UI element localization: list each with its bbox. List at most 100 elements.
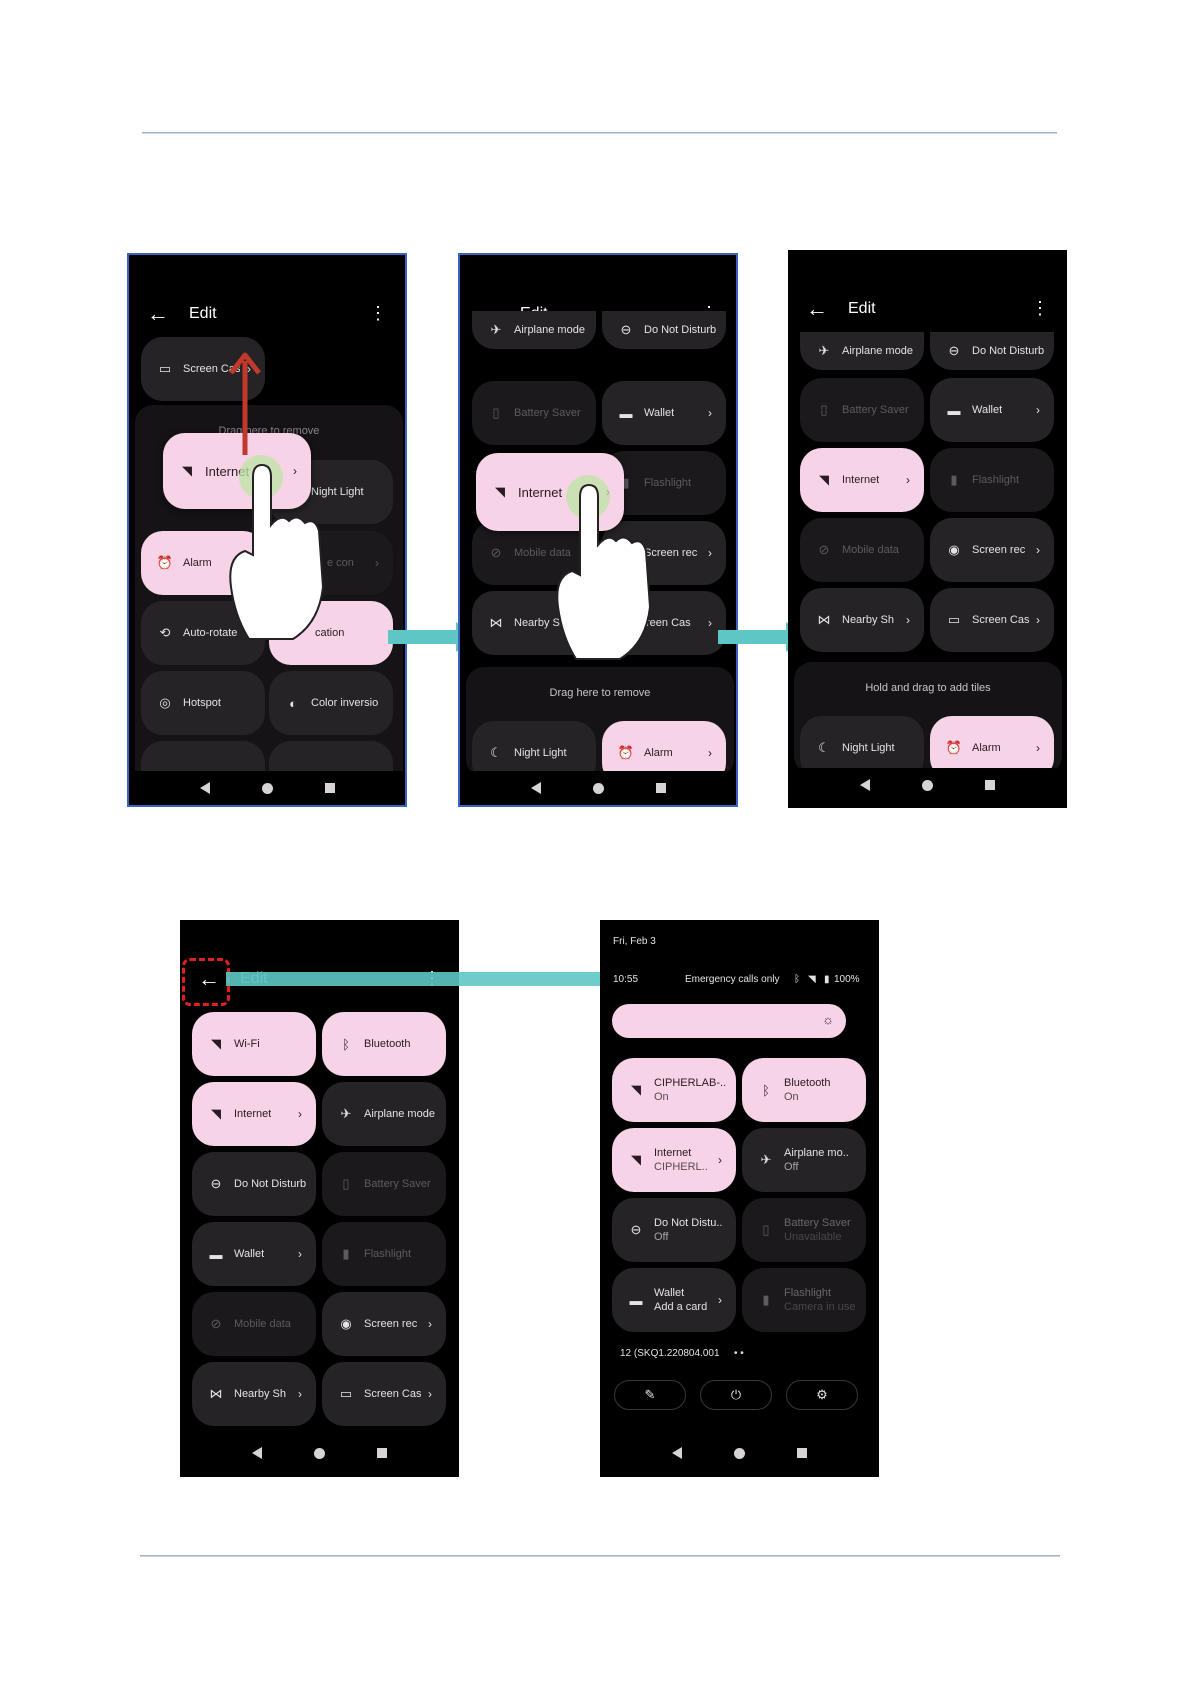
nav-recents-icon[interactable] xyxy=(985,780,995,790)
alarm-icon: ⏰ xyxy=(156,555,174,570)
brightness-slider[interactable]: ☼ xyxy=(612,1004,846,1038)
tile-internet-dragging[interactable]: ◥Internet› xyxy=(163,433,311,509)
chevron-right-icon: › xyxy=(906,613,910,627)
tile-wallet[interactable]: ▬Wallet› xyxy=(602,381,726,445)
tile-mobile-data[interactable]: ⊘Mobile data xyxy=(192,1292,316,1356)
battery-percent: 100% xyxy=(834,974,860,985)
nav-back-icon[interactable] xyxy=(860,779,870,791)
tile-dnd[interactable]: ⊖Do Not Distu..Off xyxy=(612,1198,736,1262)
tile-dnd[interactable]: ⊖Do Not Disturb xyxy=(602,311,726,349)
nav-home-icon[interactable] xyxy=(261,782,273,794)
power-icon: ⏻ xyxy=(730,1387,742,1402)
tile-internet[interactable]: ◥Internet› xyxy=(800,448,924,512)
chevron-right-icon: › xyxy=(428,1317,432,1331)
tile-internet[interactable]: ◥Internet› xyxy=(192,1082,316,1146)
more-options-icon[interactable]: ⋮ xyxy=(1031,298,1049,318)
mobile-data-icon: ⊘ xyxy=(818,542,830,557)
nav-back-icon[interactable] xyxy=(530,782,541,794)
tile-airplane[interactable]: ✈Airplane mo..Off xyxy=(742,1128,866,1192)
cast-icon: ▭ xyxy=(947,612,961,627)
tile-battery-saver[interactable]: ▯Battery Saver xyxy=(800,378,924,442)
system-nav-bar xyxy=(180,1436,459,1470)
tile-battery-saver[interactable]: ▯Battery Saver xyxy=(322,1152,446,1216)
wifi-icon: ◥ xyxy=(211,1036,221,1051)
tile-hotspot[interactable]: ◎Hotspot xyxy=(141,671,265,735)
more-options-icon[interactable]: ⋮ xyxy=(369,303,387,323)
tile-nearby-share[interactable]: ⋈Nearby Sh› xyxy=(192,1362,316,1426)
edit-title: Edit xyxy=(189,305,217,322)
system-nav-bar xyxy=(788,768,1067,802)
wifi-status-icon: ◥ xyxy=(808,974,816,985)
chevron-right-icon: › xyxy=(708,616,712,630)
chevron-right-icon: › xyxy=(718,1153,722,1167)
tile-flashlight[interactable]: ▮Flashlight xyxy=(930,448,1054,512)
back-arrow-icon[interactable]: ← xyxy=(198,966,220,991)
bluetooth-icon: ᛒ xyxy=(342,1036,350,1052)
pencil-icon: ✎ xyxy=(644,1387,656,1402)
nav-back-icon[interactable] xyxy=(672,1447,682,1459)
nav-recents-icon[interactable] xyxy=(324,783,335,793)
tile-dnd[interactable]: ⊖Do Not Disturb xyxy=(192,1152,316,1216)
tile-screen-cast[interactable]: ▭Screen Cas› xyxy=(322,1362,446,1426)
drag-remove-label: Drag here to remove xyxy=(549,687,651,699)
build-number: 12 (SKQ1.220804.001 xyxy=(620,1348,720,1359)
flashlight-icon: ▮ xyxy=(762,1292,770,1307)
nav-recents-icon[interactable] xyxy=(797,1448,807,1458)
back-arrow-icon[interactable]: ← xyxy=(147,301,169,326)
tile-wifi[interactable]: ◥CIPHERLAB-..On xyxy=(612,1058,736,1122)
power-button[interactable]: ⏻ xyxy=(700,1380,772,1410)
tile-wallet[interactable]: ▬Wallet› xyxy=(930,378,1054,442)
tile-screen-record[interactable]: ◉Screen rec› xyxy=(322,1292,446,1356)
tile-airplane[interactable]: ✈Airplane mode xyxy=(322,1082,446,1146)
tile-screen-cast[interactable]: ▭Screen Cas› xyxy=(930,588,1054,652)
tile-flashlight[interactable]: ▮Flashlight xyxy=(322,1222,446,1286)
nav-home-icon[interactable] xyxy=(592,782,604,794)
nav-back-icon[interactable] xyxy=(199,782,210,794)
tile-mobile-data[interactable]: ⊘Mobile data xyxy=(800,518,924,582)
airplane-icon: ✈ xyxy=(340,1106,352,1121)
settings-button[interactable]: ⚙ xyxy=(786,1380,858,1410)
record-icon: ◉ xyxy=(948,542,960,557)
airplane-icon: ✈ xyxy=(818,343,830,358)
chevron-right-icon: › xyxy=(708,546,712,560)
edit-title: Edit xyxy=(848,300,876,317)
inversion-icon: ◐ xyxy=(289,695,297,711)
nav-home-icon[interactable] xyxy=(922,779,933,791)
nearby-share-icon: ⋈ xyxy=(209,1386,223,1401)
nav-recents-icon[interactable] xyxy=(655,783,666,793)
edit-pencil-button[interactable]: ✎ xyxy=(614,1380,686,1410)
system-nav-bar xyxy=(129,771,405,805)
screenshot-edit-drag-remove: ← Edit ⋮ ▭Screen Cas› Drag here to remov… xyxy=(127,253,407,807)
tile-color-inversion[interactable]: ◐Color inversio xyxy=(269,671,393,735)
pointing-hand-icon xyxy=(229,455,325,640)
tile-screen-record[interactable]: ◉Screen rec› xyxy=(930,518,1054,582)
tile-battery-saver[interactable]: ▯Battery Saver xyxy=(472,381,596,445)
edit-toolbar: ← Edit ⋮ xyxy=(788,288,1067,344)
mobile-data-icon: ⊘ xyxy=(210,1316,222,1331)
system-nav-bar xyxy=(600,1436,879,1470)
flashlight-icon: ▮ xyxy=(622,475,630,490)
tile-wallet[interactable]: ▬Wallet› xyxy=(192,1222,316,1286)
tile-dnd[interactable]: ⊖Do Not Disturb xyxy=(930,332,1054,370)
back-arrow-icon[interactable]: ← xyxy=(806,296,828,321)
tile-airplane[interactable]: ✈Airplane mode xyxy=(800,332,924,370)
hotspot-icon: ◎ xyxy=(159,695,171,710)
tile-airplane[interactable]: ✈Airplane mode xyxy=(472,311,596,349)
nav-home-icon[interactable] xyxy=(314,1447,325,1459)
footer-rule xyxy=(140,1555,1060,1557)
nearby-share-icon: ⋈ xyxy=(489,615,503,630)
nav-back-icon[interactable] xyxy=(252,1447,262,1459)
tile-nearby-share[interactable]: ⋈Nearby Sh› xyxy=(800,588,924,652)
back-button-highlight xyxy=(182,958,230,1006)
nav-home-icon[interactable] xyxy=(734,1447,745,1459)
nav-recents-icon[interactable] xyxy=(377,1448,387,1458)
moon-icon: ☾ xyxy=(818,740,830,755)
tile-wifi[interactable]: ◥Wi-Fi xyxy=(192,1012,316,1076)
wifi-icon: ◥ xyxy=(182,463,192,478)
